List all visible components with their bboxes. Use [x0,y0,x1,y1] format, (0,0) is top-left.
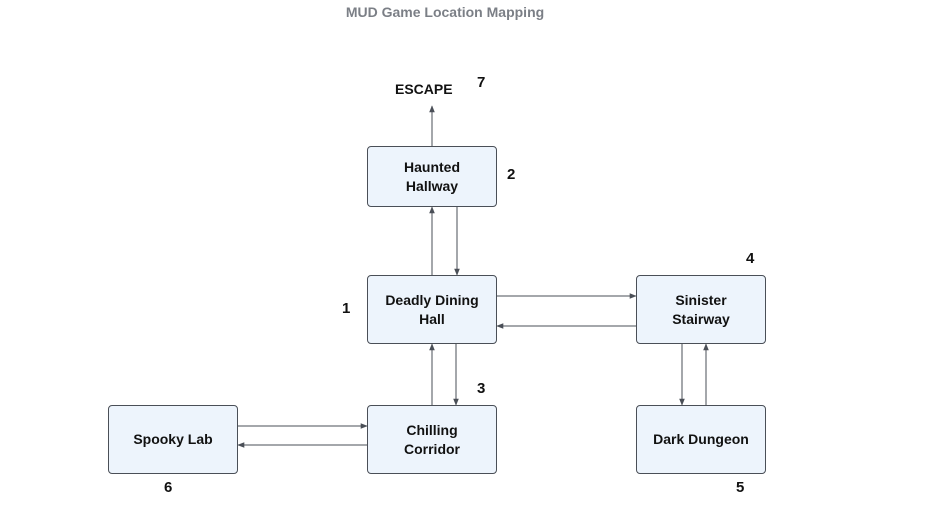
room-spooky-lab-label: Spooky Lab [133,431,213,447]
room-dark-dungeon-label: Dark Dungeon [653,431,749,447]
room-haunted-hallway-number: 2 [507,166,516,183]
room-deadly-dining-hall: Deadly Dining Hall [367,275,497,344]
room-spooky-lab: Spooky Lab [108,405,238,474]
room-deadly-dining-hall-label: Deadly Dining Hall [385,291,479,327]
room-sinister-stairway-label: Sinister Stairway [672,291,730,327]
escape-number: 7 [477,74,486,91]
room-chilling-corridor: Chilling Corridor [367,405,497,474]
room-sinister-stairway: Sinister Stairway [636,275,766,344]
room-dark-dungeon-number: 5 [736,479,745,496]
room-haunted-hallway-label: Haunted Hallway [404,158,460,194]
diagram-title: MUD Game Location Mapping [345,4,545,20]
room-deadly-dining-hall-number: 1 [342,300,351,317]
room-dark-dungeon: Dark Dungeon [636,405,766,474]
escape-label: ESCAPE [395,81,453,97]
room-sinister-stairway-number: 4 [746,250,755,267]
room-chilling-corridor-label: Chilling Corridor [404,421,460,457]
room-haunted-hallway: Haunted Hallway [367,146,497,207]
room-spooky-lab-number: 6 [164,479,173,496]
room-chilling-corridor-number: 3 [477,380,486,397]
